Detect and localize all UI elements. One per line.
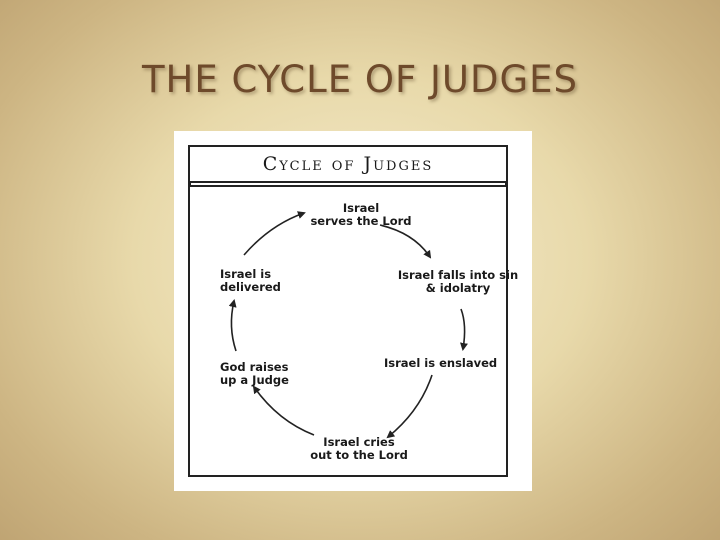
cycle-diagram-image: Cycle of Judges Israel serves the Lord I…	[174, 131, 532, 491]
step-line: & idolatry	[425, 281, 491, 295]
step-line: out to the Lord	[310, 448, 408, 462]
step-line: Israel	[342, 201, 380, 215]
diagram-frame: Cycle of Judges	[188, 145, 508, 477]
step-israel-is-delivered: Israel is delivered	[220, 268, 310, 294]
step-line: Israel is enslaved	[384, 356, 498, 370]
arrow-enslaved-to-cries	[386, 374, 433, 439]
slide-title: THE CYCLE OF JUDGES	[141, 58, 579, 101]
step-israel-is-enslaved: Israel is enslaved	[384, 357, 514, 370]
step-line: God raises	[220, 360, 289, 374]
step-god-raises-a-judge: God raises up a Judge	[220, 361, 310, 387]
step-line: Israel cries	[323, 435, 395, 449]
arrow-sin-to-enslaved	[460, 308, 468, 351]
step-line: delivered	[220, 280, 281, 294]
arrow-judge-to-delivered	[228, 299, 237, 352]
diagram-title: Cycle of Judges	[262, 153, 434, 175]
step-line: Israel falls into sin	[397, 268, 519, 282]
step-israel-falls-into-sin: Israel falls into sin & idolatry	[388, 269, 528, 295]
diagram-header: Cycle of Judges	[190, 147, 506, 183]
arrow-serves-to-sin	[379, 224, 432, 259]
step-line: serves the Lord	[310, 214, 412, 228]
arrow-cries-to-judge	[252, 385, 315, 436]
step-line: up a Judge	[220, 373, 289, 387]
arrow-delivered-to-serves	[243, 211, 306, 256]
step-israel-cries-out: Israel cries out to the Lord	[304, 436, 414, 462]
step-line: Israel is	[220, 267, 272, 281]
step-israel-serves-the-lord: Israel serves the Lord	[306, 202, 416, 228]
cycle-arrows	[228, 211, 468, 439]
